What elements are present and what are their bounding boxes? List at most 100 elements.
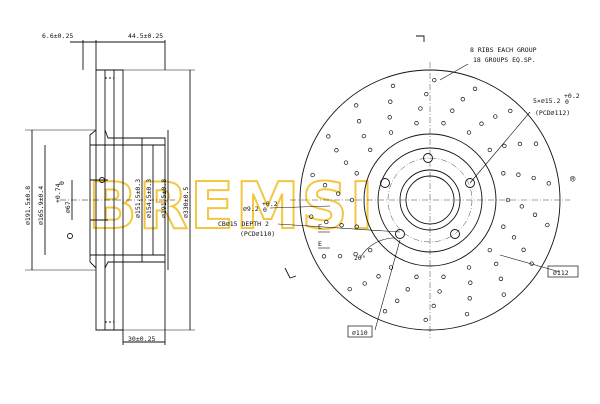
drill-hole — [321, 254, 327, 259]
drill-hole — [326, 134, 331, 139]
bolt-spec: 5×⌀15.2 — [533, 97, 560, 105]
drill-hole — [532, 212, 538, 217]
drill-hole — [334, 148, 339, 153]
hole-tol-upper: +0.2 — [262, 200, 278, 208]
drill-hole — [423, 317, 428, 323]
bolt-tol-upper: +0.2 — [564, 92, 580, 100]
drill-hole — [479, 121, 484, 126]
drill-hole — [339, 223, 344, 228]
drill-hole — [467, 296, 472, 301]
drill-hole — [424, 91, 429, 97]
label-112: ⌀112 — [553, 269, 569, 277]
drill-hole — [310, 172, 315, 178]
drill-hole — [354, 224, 359, 229]
drill-hole — [487, 247, 492, 253]
dim-151-5: ⌀151.5±0.3 — [134, 179, 142, 218]
drill-hole-pattern — [309, 77, 551, 323]
drill-hole — [349, 197, 355, 203]
drill-hole — [432, 77, 437, 83]
bolt-pcd: (PCD⌀112) — [535, 109, 570, 117]
drill-hole — [498, 276, 504, 281]
drill-hole — [519, 204, 524, 209]
drill-hole — [501, 292, 506, 297]
drill-hole — [505, 197, 511, 203]
dim-67: ⌀67 — [64, 201, 72, 213]
dim-30: 30±0.25 — [128, 335, 155, 343]
drill-hole — [382, 309, 388, 314]
drill-hole — [388, 99, 393, 104]
side-view — [25, 40, 195, 345]
drill-hole — [531, 175, 536, 181]
drill-hole — [517, 141, 523, 147]
drill-hole — [405, 287, 410, 292]
front-view — [269, 35, 579, 338]
dim-67-tol-upper: +0.74 — [54, 183, 62, 203]
drill-hole — [437, 289, 442, 294]
drill-hole — [418, 106, 423, 111]
dim-44-5: 44.5±0.25 — [128, 32, 163, 40]
drill-hole — [388, 265, 394, 270]
drill-hole — [353, 251, 358, 257]
cb-pcd: (PCD⌀110) — [240, 230, 275, 238]
hole-spec: ⌀9.2 — [243, 205, 259, 213]
note-ribs: 8 RIBS EACH GROUP — [470, 46, 537, 54]
drill-hole — [324, 219, 329, 225]
brand-watermark: BREMSI — [88, 170, 375, 244]
drill-hole — [546, 181, 551, 186]
drill-hole — [376, 274, 381, 279]
drill-hole — [395, 298, 400, 303]
drill-hole — [464, 311, 470, 317]
drill-hole — [529, 261, 534, 266]
dim-67-tol-lower: 0 — [58, 181, 66, 185]
drill-hole — [343, 160, 349, 165]
drill-hole — [362, 281, 367, 286]
cb-spec: CB⌀15 DEPTH 2 — [218, 220, 269, 228]
section-mark-e-bottom: E — [318, 240, 322, 248]
drill-hole — [501, 224, 506, 229]
drill-hole — [487, 147, 492, 153]
dim-330: ⌀330±0.5 — [182, 187, 190, 218]
drill-hole — [368, 247, 373, 253]
drill-hole — [441, 121, 446, 126]
drill-hole — [309, 214, 314, 219]
drill-hole — [466, 265, 472, 270]
drill-hole — [431, 303, 436, 309]
drill-hole — [545, 222, 550, 228]
hole-tol-lower: 0 — [263, 206, 267, 214]
drill-hole — [388, 130, 394, 135]
drill-hole — [472, 86, 478, 91]
drill-hole — [511, 235, 517, 240]
label-110: ⌀110 — [352, 329, 368, 337]
drill-hole — [336, 191, 341, 196]
angle-label: 20° — [354, 254, 366, 262]
drill-hole — [390, 83, 396, 89]
drill-hole — [502, 143, 507, 149]
drill-hole — [414, 274, 419, 279]
drill-hole — [466, 130, 472, 135]
drill-hole — [361, 133, 366, 139]
registered-mark: ® — [570, 175, 576, 185]
drill-hole — [508, 108, 513, 114]
dim-191-5-right: ⌀191.5±0.8 — [160, 179, 168, 218]
note-groups: 18 GROUPS EQ.SP. — [473, 56, 536, 64]
drill-hole — [354, 171, 359, 176]
drill-hole — [414, 121, 419, 126]
drill-hole — [521, 247, 526, 252]
drill-hole — [501, 171, 506, 176]
drill-hole — [516, 172, 521, 177]
drill-hole — [337, 253, 343, 259]
drill-hole — [354, 103, 359, 108]
drill-hole — [493, 114, 498, 119]
drill-hole — [468, 280, 473, 285]
drill-hole — [356, 119, 362, 124]
dim-191-5-left: ⌀191.5±0.8 — [24, 186, 32, 225]
drill-hole — [441, 274, 446, 279]
bolt-tol-lower: 0 — [565, 98, 569, 106]
dim-154-5: ⌀154.5±0.3 — [145, 179, 153, 218]
dim-165-9: ⌀165.9±0.4 — [37, 186, 45, 225]
drill-hole — [533, 141, 539, 146]
drill-hole — [387, 115, 392, 120]
dim-6-6: 6.6±0.25 — [42, 32, 73, 40]
